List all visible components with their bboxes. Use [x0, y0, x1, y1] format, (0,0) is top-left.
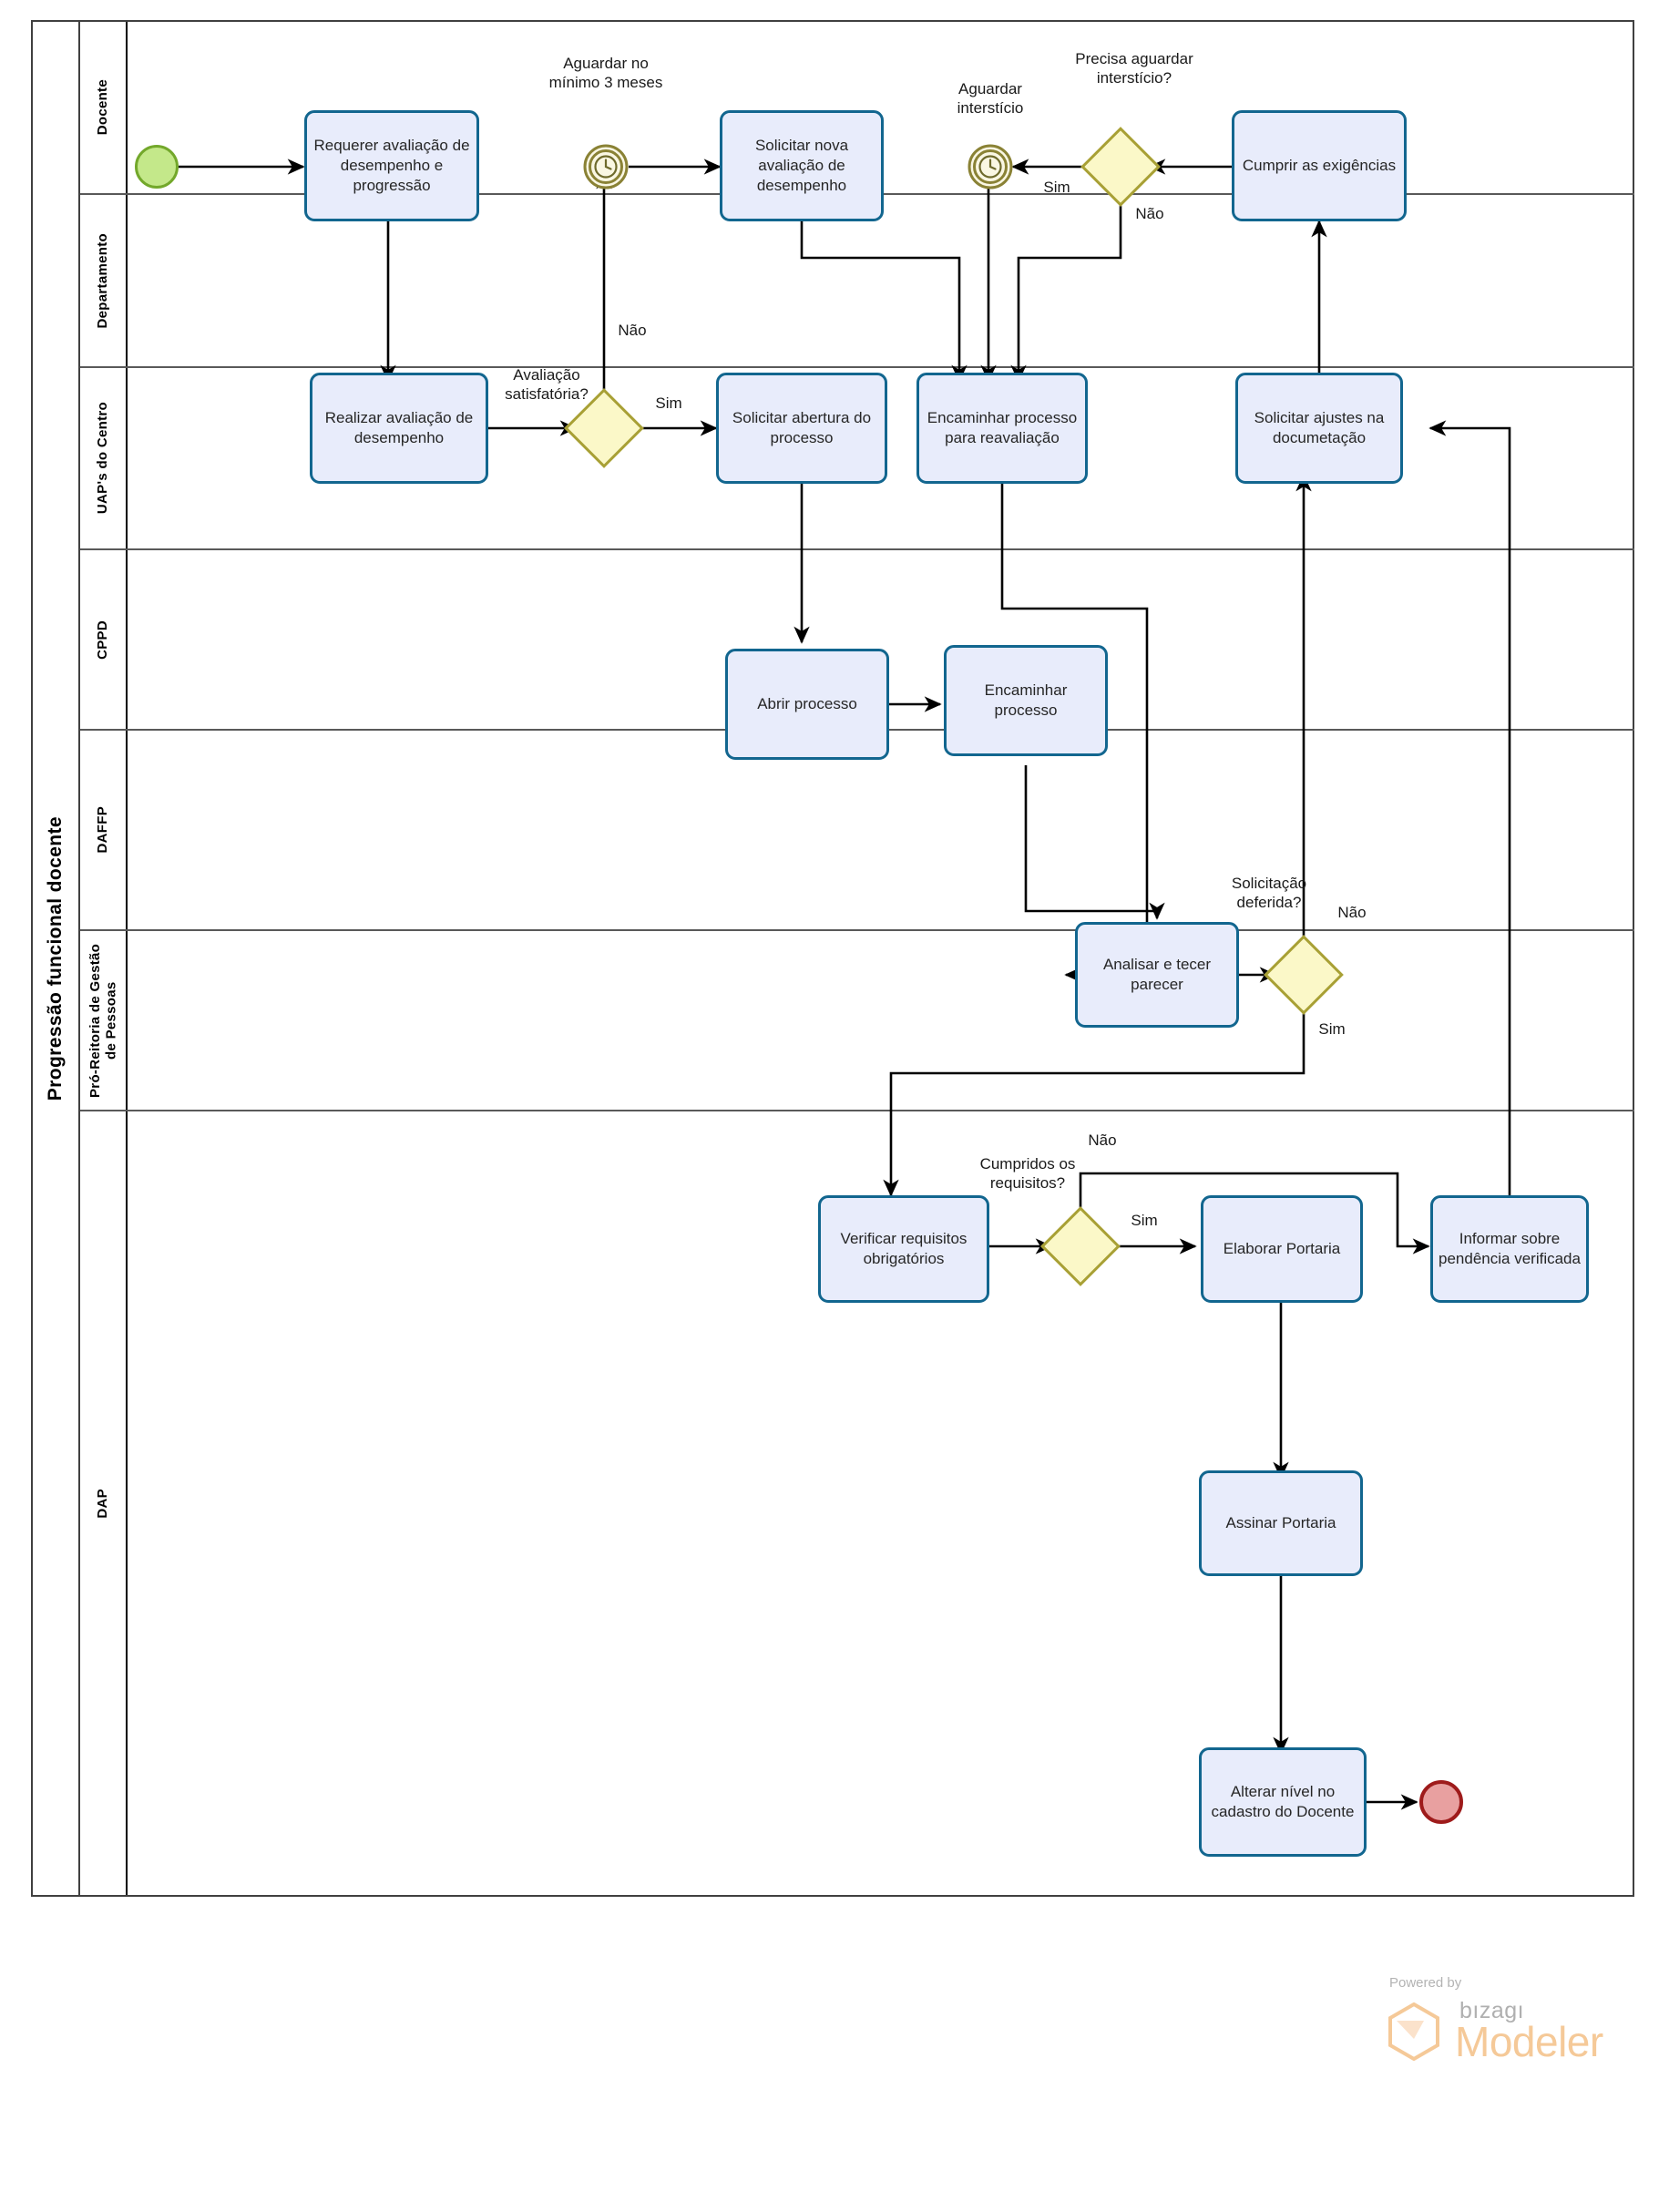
powered-by-label: Powered by: [1389, 1975, 1462, 1991]
lane-title-docente: Docente: [80, 22, 128, 193]
flow-label-sim-deferida: Sim: [1318, 1020, 1346, 1038]
lane-daffp: DAFFP: [80, 731, 1634, 931]
lane-title-departamento: Departamento: [80, 195, 128, 366]
task-alterar-nivel-no-cadastro-do-docente[interactable]: Alterar nível no cadastro do Docente: [1199, 1747, 1367, 1857]
bizagi-hexagon-icon: [1388, 2002, 1439, 2061]
timer-label-aguardar-intersticio: Aguardar interstício: [957, 80, 1024, 117]
lane-label-dap: DAP: [95, 1488, 111, 1519]
task-abrir-processo[interactable]: Abrir processo: [725, 649, 889, 760]
lane-title-cppd: CPPD: [80, 550, 128, 729]
end-event[interactable]: [1419, 1780, 1463, 1824]
lane-title-dap: DAP: [80, 1111, 128, 1895]
lane-label-cppd: CPPD: [95, 620, 111, 660]
lane-uaps-do-centro: UAP's do Centro: [80, 368, 1634, 550]
gateway-label-avaliacao-satisfatoria: Avaliação satisfatória?: [505, 366, 589, 403]
task-verificar-requisitos-obrigatorios[interactable]: Verificar requisitos obrigatórios: [818, 1195, 989, 1303]
task-encaminhar-processo[interactable]: Encaminhar processo: [944, 645, 1108, 756]
bizagi-wordmark: bızagı: [1459, 1998, 1525, 2023]
gateway-label-cumpridos-os-requisitos: Cumpridos os requisitos?: [979, 1155, 1076, 1192]
task-requerer-avaliacao-desempenho-progressao[interactable]: Requerer avaliação de desempenho e progr…: [304, 110, 479, 221]
lane-title-progep: Pró-Reitoria de Gestão de Pessoas: [80, 931, 128, 1110]
task-solicitar-ajustes-na-documentacao[interactable]: Solicitar ajustes na documetação: [1235, 373, 1403, 484]
lane-title-uaps: UAP's do Centro: [80, 368, 128, 548]
bizagi-modeler-watermark: Powered by bızagı Modeler: [1316, 1975, 1617, 2098]
pool-title: Progressão funcional docente: [33, 22, 80, 1895]
task-cumprir-as-exigencias[interactable]: Cumprir as exigências: [1232, 110, 1407, 221]
task-solicitar-nova-avaliacao-desempenho[interactable]: Solicitar nova avaliação de desempenho: [720, 110, 884, 221]
pool-progressao-funcional-docente: Progressão funcional docente Docente Dep…: [31, 20, 1634, 1897]
lane-label-departamento: Departamento: [95, 232, 111, 329]
lane-label-progep: Pró-Reitoria de Gestão de Pessoas: [87, 943, 118, 1098]
task-solicitar-abertura-do-processo[interactable]: Solicitar abertura do processo: [716, 373, 887, 484]
flow-label-nao-deferida: Não: [1337, 904, 1367, 921]
timer-label-aguardar-3-meses: Aguardar no mínimo 3 meses: [548, 55, 663, 91]
task-analisar-e-tecer-parecer[interactable]: Analisar e tecer parecer: [1075, 922, 1239, 1028]
flow-label-nao-avaliacao: Não: [618, 322, 647, 339]
gateway-label-precisa-aguardar-intersticio: Precisa aguardar interstício?: [1075, 50, 1193, 87]
lane-title-daffp: DAFFP: [80, 731, 128, 929]
gateway-label-solicitacao-deferida: Solicitação deferida?: [1231, 875, 1307, 911]
modeler-wordmark: Modeler: [1455, 2018, 1603, 2065]
lane-label-daffp: DAFFP: [95, 806, 111, 854]
task-informar-sobre-pendencia-verificada[interactable]: Informar sobre pendência verificada: [1430, 1195, 1589, 1303]
flow-label-nao-requisitos: Não: [1088, 1132, 1117, 1149]
task-assinar-portaria[interactable]: Assinar Portaria: [1199, 1470, 1363, 1576]
lane-dap: DAP: [80, 1111, 1634, 1895]
start-event[interactable]: [135, 145, 179, 189]
flow-label-sim-avaliacao: Sim: [655, 394, 682, 412]
flow-label-sim-intersticio: Sim: [1043, 179, 1070, 196]
task-realizar-avaliacao-desempenho[interactable]: Realizar avaliação de desempenho: [310, 373, 488, 484]
flow-label-sim-requisitos: Sim: [1131, 1212, 1158, 1229]
pool-title-label: Progressão funcional docente: [45, 815, 66, 1101]
task-elaborar-portaria[interactable]: Elaborar Portaria: [1201, 1195, 1363, 1303]
timer-event-aguardar-3-meses[interactable]: [583, 144, 629, 189]
task-encaminhar-processo-para-reavaliacao[interactable]: Encaminhar processo para reavaliação: [916, 373, 1088, 484]
flow-label-nao-intersticio: Não: [1135, 205, 1164, 222]
lane-pro-reitoria-gestao-pessoas: Pró-Reitoria de Gestão de Pessoas: [80, 931, 1634, 1111]
lane-label-docente: Docente: [95, 79, 111, 136]
timer-event-aguardar-intersticio[interactable]: [968, 144, 1013, 189]
lane-label-uaps: UAP's do Centro: [95, 402, 111, 515]
